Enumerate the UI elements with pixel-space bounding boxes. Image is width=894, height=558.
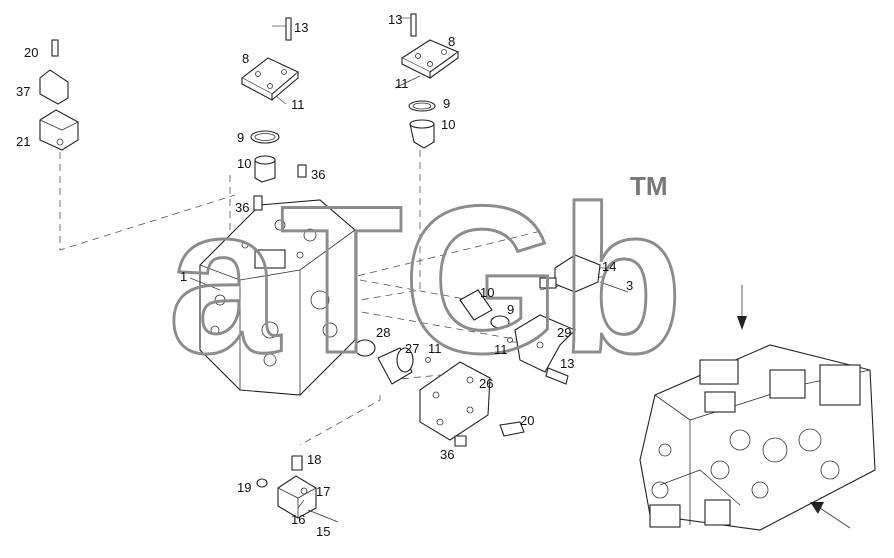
cover-plate-left	[240, 17, 307, 211]
callout-18: 18	[307, 452, 321, 467]
callout-13: 13	[560, 356, 574, 371]
callout-3: 3	[626, 278, 633, 293]
callout-14: 14	[602, 259, 616, 274]
callout-11: 11	[395, 76, 409, 91]
callout-1: 1	[180, 269, 187, 284]
callout-13: 13	[388, 12, 402, 27]
inset-assembly-view	[639, 285, 876, 531]
callout-11: 11	[428, 341, 442, 356]
solenoid-assembly-left	[39, 39, 79, 151]
cover-plate-right	[400, 13, 460, 149]
callout-28: 28	[376, 325, 390, 340]
side-parts-right	[459, 254, 629, 385]
callout-11: 11	[291, 97, 305, 112]
callout-36: 36	[311, 167, 325, 182]
callout-29: 29	[557, 325, 571, 340]
callout-20: 20	[520, 413, 534, 428]
small-block-assembly	[256, 455, 339, 523]
callout-9: 9	[443, 96, 450, 111]
callout-8: 8	[242, 51, 249, 66]
callout-labels: 20 37 21 13 8 11 9 10 36 36 1 13 8 11 9 …	[16, 12, 633, 539]
callout-37: 37	[16, 84, 30, 99]
callout-36: 36	[440, 447, 454, 462]
callout-26: 26	[479, 376, 493, 391]
callout-11: 11	[494, 342, 508, 357]
callout-10: 10	[480, 285, 494, 300]
callout-21: 21	[16, 134, 30, 149]
callout-9: 9	[237, 130, 244, 145]
main-valve-block	[199, 199, 356, 396]
callout-16: 16	[291, 512, 305, 527]
callout-36: 36	[235, 200, 249, 215]
watermark-brand: aTGb	[168, 162, 683, 397]
watermark: aTGb TM	[167, 161, 685, 399]
callout-9: 9	[507, 302, 514, 317]
callout-10: 10	[441, 117, 455, 132]
callout-17: 17	[316, 484, 330, 499]
front-cover-assembly	[354, 339, 525, 447]
callout-10: 10	[237, 156, 251, 171]
leader-lines	[189, 17, 608, 509]
callout-13: 13	[294, 20, 308, 35]
callout-15: 15	[316, 524, 330, 539]
callout-27: 27	[405, 341, 419, 356]
callout-19: 19	[237, 480, 251, 495]
watermark-tm: TM	[630, 171, 668, 201]
callout-20: 20	[24, 45, 38, 60]
callout-8: 8	[448, 34, 455, 49]
